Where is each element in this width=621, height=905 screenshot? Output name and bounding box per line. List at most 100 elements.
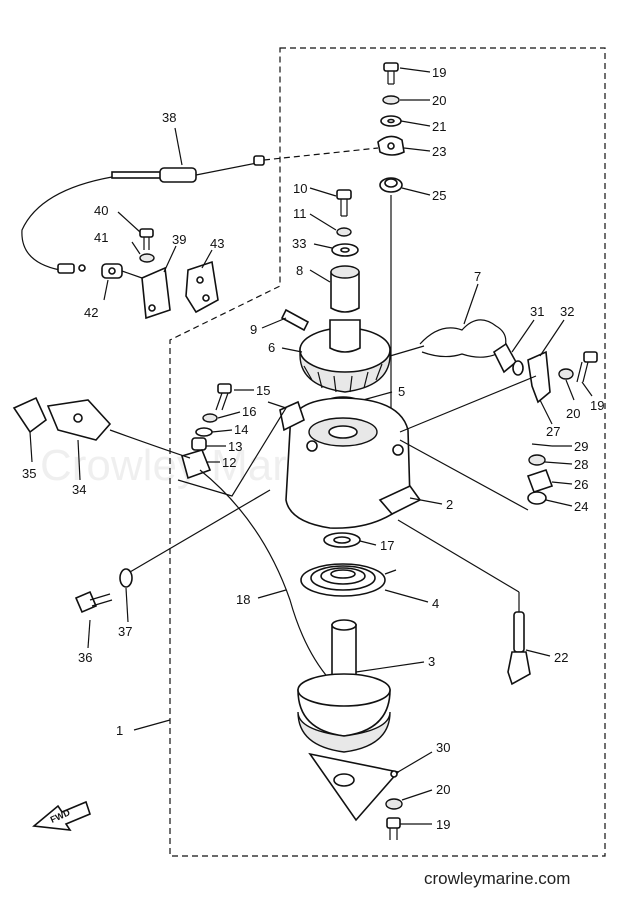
handle-35 xyxy=(12,396,47,434)
leader-35 xyxy=(29,431,33,463)
label-34: 34 xyxy=(72,482,86,497)
label-13: 13 xyxy=(228,439,242,454)
label-23: 23 xyxy=(432,144,446,159)
washer-20-mid xyxy=(558,368,574,380)
leader-10 xyxy=(309,187,337,197)
bolt-15 xyxy=(215,383,232,411)
label-41: 41 xyxy=(94,230,108,245)
rope-18 xyxy=(199,469,331,681)
washer-21 xyxy=(380,115,402,127)
label-22: 22 xyxy=(554,650,568,665)
pin-29 xyxy=(531,443,553,447)
washer-11 xyxy=(336,227,352,237)
label-2: 2 xyxy=(446,497,453,512)
leader-38 xyxy=(174,127,183,166)
label-42: 42 xyxy=(84,305,98,320)
label-8: 8 xyxy=(296,263,303,278)
label-28: 28 xyxy=(574,457,588,472)
label-25: 25 xyxy=(432,188,446,203)
leader-31 xyxy=(511,319,535,353)
label-14: 14 xyxy=(234,422,248,437)
sleeve-8 xyxy=(330,265,360,313)
leader-20-bottom xyxy=(401,789,433,801)
label-10: 10 xyxy=(293,181,307,196)
label-18: 18 xyxy=(236,592,250,607)
starter-case-2 xyxy=(279,397,422,529)
label-19-top: 19 xyxy=(432,65,446,80)
leader-6b xyxy=(389,345,425,357)
washer-20-top xyxy=(382,95,400,105)
leader-11 xyxy=(309,213,337,231)
nut-28 xyxy=(528,454,546,466)
leader-20-mid xyxy=(565,379,575,401)
label-19-mid: 19 xyxy=(590,398,604,413)
bracket-39 xyxy=(141,266,171,320)
leader-16 xyxy=(217,411,241,419)
label-38: 38 xyxy=(162,110,176,125)
label-6: 6 xyxy=(268,340,275,355)
leader-26 xyxy=(551,481,573,485)
leader-9 xyxy=(261,317,287,329)
washer-17 xyxy=(323,532,361,548)
washer-20-bottom xyxy=(385,798,403,810)
label-20-top: 20 xyxy=(432,93,446,108)
leader-24 xyxy=(545,499,573,507)
plate-30 xyxy=(308,752,400,822)
label-31: 31 xyxy=(530,304,544,319)
label-26: 26 xyxy=(574,477,588,492)
leader-28 xyxy=(544,461,573,465)
leader-39 xyxy=(163,245,177,273)
bolt-19-bottom xyxy=(386,817,401,840)
label-12: 12 xyxy=(222,455,236,470)
label-21: 21 xyxy=(432,119,446,134)
leader-30 xyxy=(397,751,433,773)
ring-24 xyxy=(527,491,547,505)
leader-34 xyxy=(77,439,81,481)
leader-22 xyxy=(525,649,551,657)
label-40: 40 xyxy=(94,203,108,218)
label-4: 4 xyxy=(432,596,439,611)
bolt-19-top xyxy=(383,62,399,85)
leader-7 xyxy=(463,283,479,325)
leader-32 xyxy=(539,319,565,357)
label-32: 32 xyxy=(560,304,574,319)
connector-42 xyxy=(101,263,123,279)
leader-17 xyxy=(359,540,377,546)
assembly-boundary xyxy=(169,47,606,857)
leader-1 xyxy=(133,719,171,731)
label-7: 7 xyxy=(474,269,481,284)
leader-14 xyxy=(211,429,233,433)
link-2-22 xyxy=(397,519,520,593)
label-9: 9 xyxy=(250,322,257,337)
label-24: 24 xyxy=(574,499,588,514)
washer-14 xyxy=(195,427,213,437)
part-labels: 19 20 21 23 25 38 10 11 33 8 40 41 39 43… xyxy=(22,65,604,832)
leader-37 xyxy=(125,587,129,623)
fwd-arrow-icon: FWD xyxy=(32,800,91,831)
bolt-36 xyxy=(74,590,113,614)
leader-21 xyxy=(400,120,431,127)
spring-wire-7 xyxy=(419,319,507,358)
label-30: 30 xyxy=(436,740,450,755)
leader-23 xyxy=(403,147,431,152)
leader-40 xyxy=(117,211,141,233)
leader-8 xyxy=(309,269,331,283)
rope-34 xyxy=(109,429,191,459)
washer-33 xyxy=(331,243,359,257)
clamp-12 xyxy=(181,449,212,480)
ratchet-26 xyxy=(526,468,554,494)
label-29: 29 xyxy=(574,439,588,454)
dash-38-to-23 xyxy=(263,147,379,161)
leader-5 xyxy=(362,391,393,401)
bolt-19-mid xyxy=(576,351,598,383)
leader-18 xyxy=(257,589,287,599)
handle-34 xyxy=(46,399,112,441)
label-5: 5 xyxy=(398,384,405,399)
leader-3 xyxy=(355,661,425,673)
label-1: 1 xyxy=(116,723,123,738)
leader-19-mid xyxy=(581,381,593,397)
leader-37-diag xyxy=(129,489,271,573)
bolt-40 xyxy=(139,228,154,250)
leader-25 xyxy=(401,187,431,196)
label-20-mid: 20 xyxy=(566,406,580,421)
